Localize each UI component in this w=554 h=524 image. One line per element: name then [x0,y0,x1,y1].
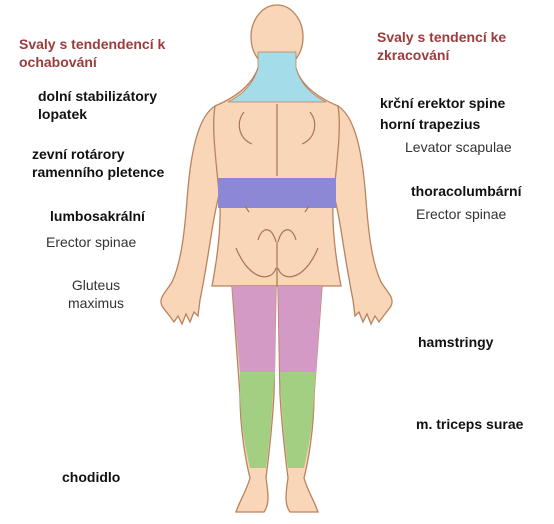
lumbar-zone [218,178,336,208]
label-hamstrings: hamstringy [418,334,493,352]
neck-zone [228,52,326,102]
label-lumbosacral: lumbosakrální [50,208,145,226]
label-triceps-surae: m. triceps surae [416,416,523,434]
label-thoracolumbar: thoracolumbární [411,183,521,201]
label-upper-trapezius: horní trapezius [380,116,480,134]
label-levator-scapulae: Levator scapulae [405,139,512,157]
label-foot: chodidlo [62,469,120,487]
label-erector-spinae-right: Erector spinae [416,206,506,224]
label-cervical-erector: krční erektor spine [380,95,505,113]
label-erector-spinae-left: Erector spinae [46,234,136,252]
thigh-right-zone [278,286,322,372]
